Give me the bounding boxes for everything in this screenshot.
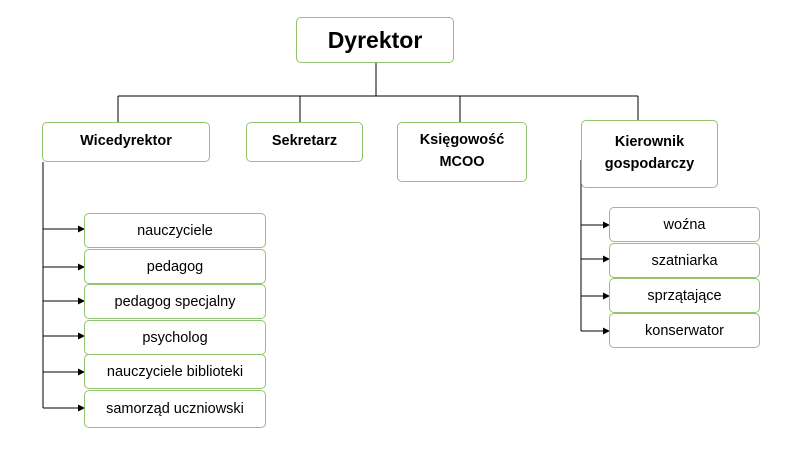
node-kierownik-gospodarczy: Kierownik gospodarczy bbox=[581, 120, 718, 188]
node-sekretarz: Sekretarz bbox=[246, 122, 363, 162]
node-label: pedagog bbox=[146, 258, 204, 275]
node-label: nauczyciele bbox=[137, 222, 213, 239]
node-label: woźna bbox=[663, 216, 706, 233]
node-wozna: woźna bbox=[609, 207, 760, 242]
node-pedagog: pedagog bbox=[84, 249, 266, 284]
node-psycholog: psycholog bbox=[84, 320, 266, 355]
node-sprzatajace: sprzątające bbox=[609, 278, 760, 313]
node-samorzad-uczniowski: samorząd uczniowski bbox=[84, 390, 266, 428]
node-label: psycholog bbox=[142, 329, 208, 346]
node-label: pedagog specjalny bbox=[114, 293, 236, 310]
node-label: Wicedyrektor bbox=[80, 133, 172, 150]
node-label: Dyrektor bbox=[327, 26, 423, 53]
node-dyrektor: Dyrektor bbox=[296, 17, 454, 63]
node-label: sprzątające bbox=[647, 287, 722, 304]
node-wicedyrektor: Wicedyrektor bbox=[42, 122, 210, 162]
node-pedagog-specjalny: pedagog specjalny bbox=[84, 284, 266, 319]
node-label: Sekretarz bbox=[271, 133, 338, 150]
node-label: Księgowość MCOO bbox=[419, 132, 505, 170]
node-konserwator: konserwator bbox=[609, 313, 760, 348]
node-nauczyciele: nauczyciele bbox=[84, 213, 266, 248]
root-connector bbox=[118, 62, 638, 97]
node-label: Kierownik gospodarczy bbox=[604, 134, 695, 172]
node-nauczyciele-biblioteki: nauczyciele biblioteki bbox=[84, 354, 266, 389]
node-label: szatniarka bbox=[651, 252, 718, 269]
node-label: samorząd uczniowski bbox=[106, 401, 244, 417]
node-ksiegowosc-mcoo: Księgowość MCOO bbox=[397, 122, 527, 182]
node-label: nauczyciele biblioteki bbox=[106, 363, 244, 380]
node-szatniarka: szatniarka bbox=[609, 243, 760, 278]
node-label: konserwator bbox=[645, 322, 724, 339]
